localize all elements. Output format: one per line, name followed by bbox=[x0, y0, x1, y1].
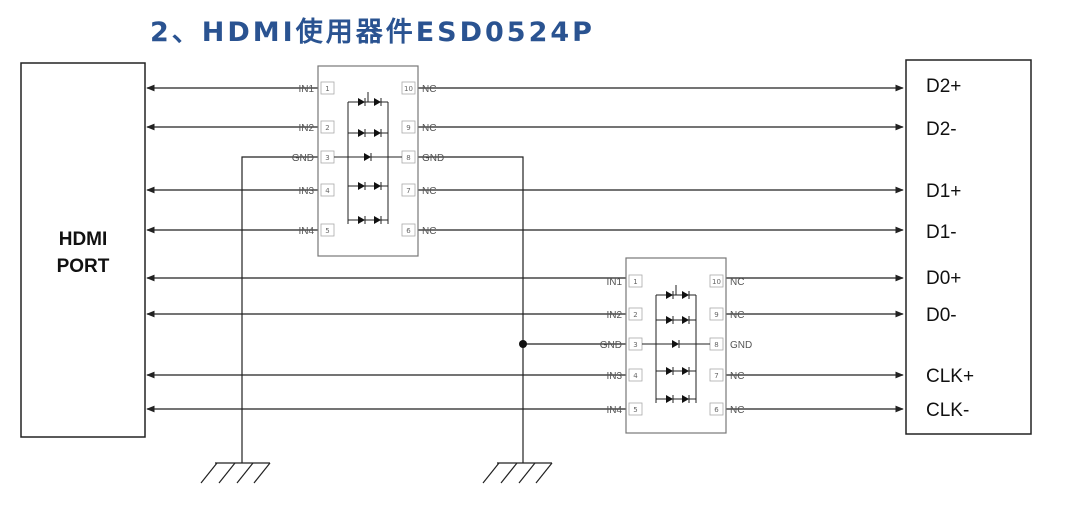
pin-name: IN4 bbox=[298, 226, 314, 237]
pin-pad bbox=[401, 223, 416, 237]
diode-symbol bbox=[682, 316, 689, 324]
pin-pad bbox=[401, 183, 416, 197]
diode-symbol bbox=[666, 367, 673, 375]
pin-name: GND bbox=[422, 153, 444, 164]
pin-number: 8 bbox=[714, 341, 718, 349]
pin-name: NC bbox=[422, 84, 436, 95]
pin-name: IN4 bbox=[606, 405, 622, 416]
diode-symbol bbox=[358, 98, 365, 106]
diode-symbol bbox=[358, 182, 365, 190]
pin-number: 6 bbox=[406, 227, 411, 235]
pin-name: NC bbox=[422, 186, 436, 197]
tvs-diode-symbol bbox=[364, 153, 371, 161]
pin-name: IN1 bbox=[606, 277, 622, 288]
diode-symbol bbox=[666, 291, 673, 299]
pin-number: 5 bbox=[633, 406, 637, 414]
signal-label: D0- bbox=[926, 305, 957, 326]
pin-pad bbox=[628, 368, 643, 382]
chip1-gnd-right-wire bbox=[418, 156, 524, 463]
hdmi-port-box bbox=[20, 62, 146, 438]
pin-name: NC bbox=[422, 226, 436, 237]
pin-pad bbox=[320, 183, 335, 197]
pin-number: 6 bbox=[714, 406, 719, 414]
pin-name: GND bbox=[292, 153, 314, 164]
pin-name: NC bbox=[730, 277, 744, 288]
diode-symbol bbox=[374, 98, 381, 106]
pin-number: 1 bbox=[325, 85, 329, 93]
pin-number: 3 bbox=[325, 154, 329, 162]
pin-number: 5 bbox=[325, 227, 329, 235]
signal-label: D1- bbox=[926, 222, 957, 243]
diode-symbol bbox=[374, 216, 381, 224]
pin-pad bbox=[320, 120, 335, 134]
signal-connector-box bbox=[905, 59, 1032, 435]
signal-label: D2- bbox=[926, 119, 957, 140]
pin-name: NC bbox=[730, 371, 744, 382]
diode-symbol bbox=[682, 367, 689, 375]
pin-number: 9 bbox=[406, 124, 410, 132]
pin-pad bbox=[709, 274, 724, 288]
ground-wiring bbox=[241, 156, 626, 463]
pin-name: IN3 bbox=[298, 186, 314, 197]
diode-symbol bbox=[374, 129, 381, 137]
pin-number: 1 bbox=[633, 278, 637, 286]
chip1-gnd-left-wire bbox=[241, 156, 318, 463]
internal-diode-network bbox=[334, 92, 402, 224]
diode-symbol bbox=[358, 129, 365, 137]
pin-number: 9 bbox=[714, 311, 718, 319]
ground-symbol-right bbox=[482, 462, 553, 484]
pin-pad bbox=[709, 307, 724, 321]
tvs-diode-symbol bbox=[672, 340, 679, 348]
pin-name: GND bbox=[730, 340, 752, 351]
diode-symbol bbox=[682, 291, 689, 299]
signal-label: CLK- bbox=[926, 400, 969, 421]
diode-symbol bbox=[374, 182, 381, 190]
diode-symbol bbox=[666, 316, 673, 324]
internal-diode-network bbox=[642, 285, 710, 403]
pin-pad bbox=[628, 307, 643, 321]
pin-pad bbox=[628, 274, 643, 288]
ground-symbol-left bbox=[200, 462, 271, 484]
signal-label: CLK+ bbox=[926, 366, 974, 387]
pin-name: NC bbox=[422, 123, 436, 134]
page-title: 2、HDMI使用器件ESD0524P bbox=[150, 17, 595, 48]
diode-symbol bbox=[666, 395, 673, 403]
pin-pad bbox=[401, 81, 416, 95]
hdmi-port-label-line1: HDMI bbox=[59, 229, 108, 250]
pin-name: IN3 bbox=[606, 371, 622, 382]
pin-number: 10 bbox=[712, 278, 721, 286]
pin-number: 8 bbox=[406, 154, 410, 162]
pin-pad bbox=[709, 402, 724, 416]
pin-name: GND bbox=[600, 340, 622, 351]
pin-pad bbox=[320, 223, 335, 237]
pin-pad bbox=[628, 402, 643, 416]
pin-number: 7 bbox=[406, 187, 410, 195]
pin-number: 3 bbox=[633, 341, 637, 349]
pin-number: 4 bbox=[633, 372, 638, 380]
pin-name: IN1 bbox=[298, 84, 314, 95]
hdmi-port-label-line2: PORT bbox=[57, 256, 110, 277]
pin-pad bbox=[401, 120, 416, 134]
pin-number: 2 bbox=[633, 311, 637, 319]
diode-symbol bbox=[682, 395, 689, 403]
pin-number: 4 bbox=[325, 187, 330, 195]
pin-pad bbox=[709, 368, 724, 382]
signal-label: D2+ bbox=[926, 76, 961, 97]
pin-number: 10 bbox=[404, 85, 413, 93]
pin-number: 7 bbox=[714, 372, 718, 380]
pin-name: NC bbox=[730, 405, 744, 416]
gnd-junction-dot bbox=[519, 340, 527, 348]
diode-symbol bbox=[358, 216, 365, 224]
pin-name: IN2 bbox=[606, 310, 622, 321]
pin-number: 2 bbox=[325, 124, 329, 132]
pin-pad bbox=[320, 81, 335, 95]
signal-label: D0+ bbox=[926, 268, 961, 289]
pin-name: NC bbox=[730, 310, 744, 321]
pin-name: IN2 bbox=[298, 123, 314, 134]
signal-label: D1+ bbox=[926, 181, 961, 202]
